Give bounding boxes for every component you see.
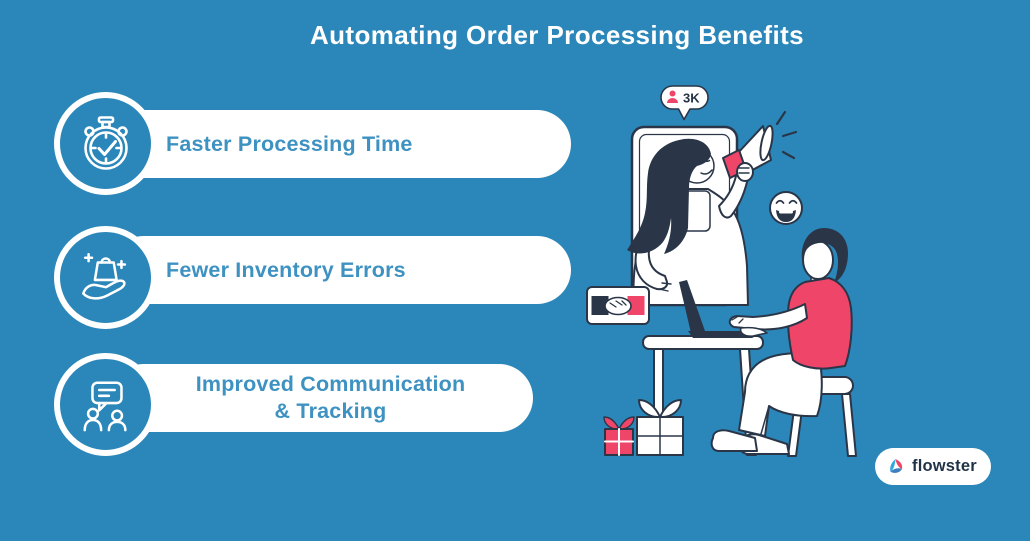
seated-customer xyxy=(710,228,853,455)
benefit-label: Improved Communication & Tracking xyxy=(195,372,466,423)
svg-text:3K: 3K xyxy=(683,91,700,106)
benefit-label: Faster Processing Time xyxy=(166,131,413,156)
brand-name: flowster xyxy=(912,457,977,475)
stopwatch-check-icon xyxy=(76,114,136,174)
megaphone-icon xyxy=(722,110,798,182)
person-icon xyxy=(667,90,678,103)
woman-with-megaphone xyxy=(627,138,752,306)
page-title: Automating Order Processing Benefits xyxy=(309,20,805,50)
benefit-pill-2: Fewer Inventory Errors xyxy=(110,236,571,304)
sound-lines xyxy=(775,110,798,160)
handshake-card xyxy=(586,286,650,325)
benefit-pill-1: Faster Processing Time xyxy=(110,110,571,178)
hand-shopping-bag-icon xyxy=(77,249,135,307)
followers-badge: 3K xyxy=(660,85,709,121)
flowster-logo-icon xyxy=(885,456,906,477)
laptop-icon xyxy=(679,280,754,338)
benefit-circle-1 xyxy=(54,92,157,195)
benefit-pill-3: Improved Communication & Tracking xyxy=(110,364,533,432)
illustration: 3K xyxy=(555,70,900,470)
chat-people-icon xyxy=(77,376,135,434)
benefit-label: Fewer Inventory Errors xyxy=(166,257,406,282)
benefit-circle-3 xyxy=(54,353,157,456)
smiley-icon xyxy=(769,191,803,225)
brand-badge: flowster xyxy=(875,448,991,485)
benefit-circle-2 xyxy=(54,226,157,329)
gift-boxes xyxy=(603,399,684,456)
